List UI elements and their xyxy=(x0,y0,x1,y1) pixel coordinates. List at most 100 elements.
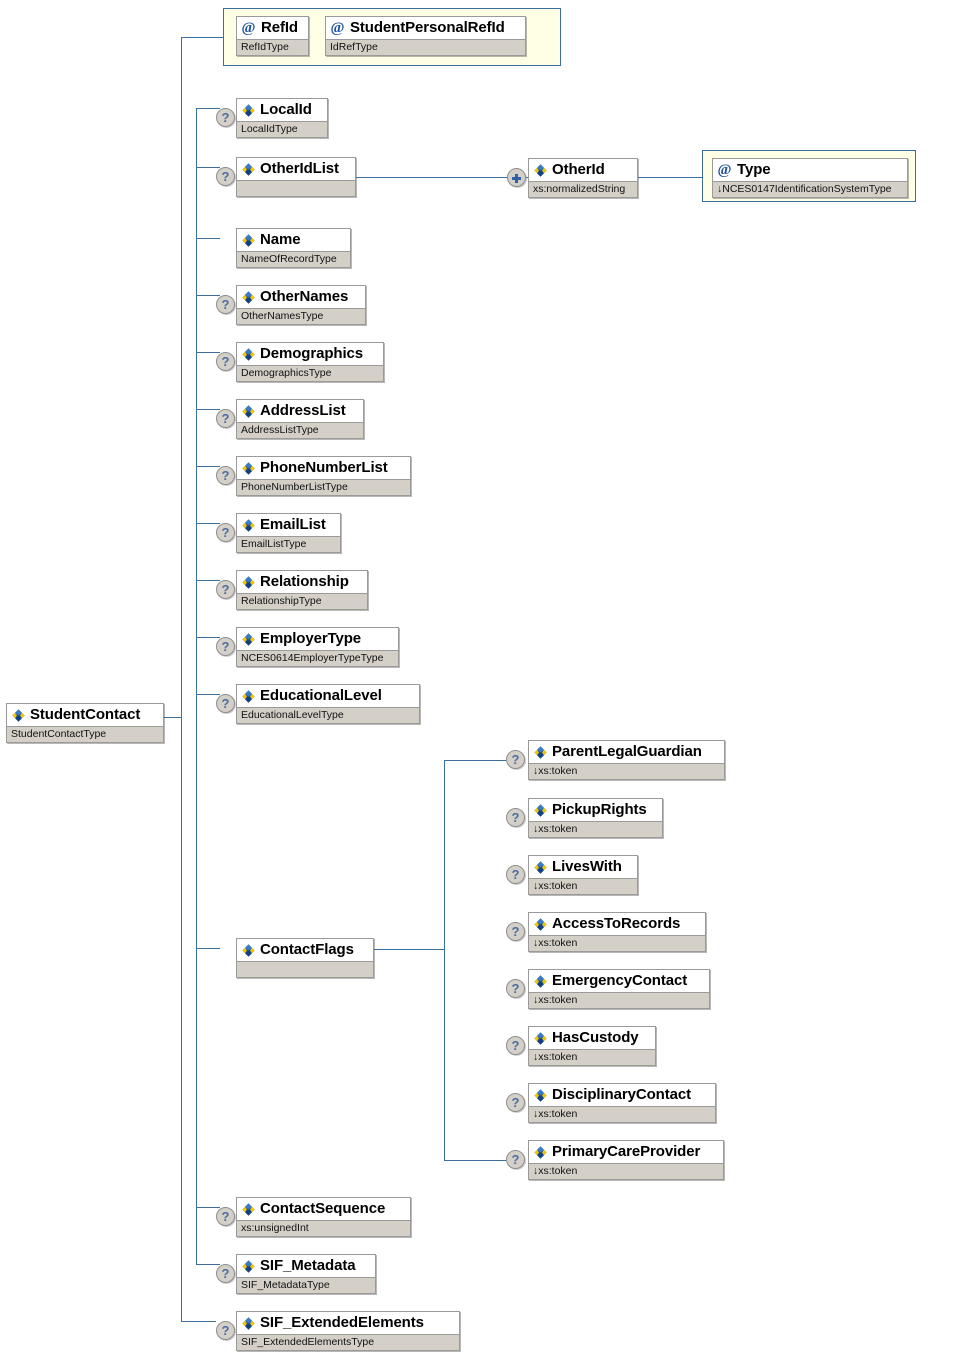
optional-icon-relationship[interactable]: ? xyxy=(216,580,235,599)
optional-icon-othernames[interactable]: ? xyxy=(216,295,235,314)
node-name-row: EmployerType xyxy=(237,628,398,650)
optional-icon-emergencycontact[interactable]: ? xyxy=(506,979,525,998)
optional-icon-emaillist[interactable]: ? xyxy=(216,523,235,542)
optional-icon-accesstorecords[interactable]: ? xyxy=(506,922,525,941)
optional-icon-otheridlist[interactable]: ? xyxy=(216,167,235,186)
node-name-row: EmailList xyxy=(237,514,340,536)
node-emergencycontact[interactable]: EmergencyContact↓xs:token xyxy=(528,969,710,1009)
connector-line xyxy=(196,167,220,168)
optional-icon-localid[interactable]: ? xyxy=(216,108,235,127)
optional-icon-sif_metadata[interactable]: ? xyxy=(216,1264,235,1283)
node-name-row: LivesWith xyxy=(529,856,637,878)
node-name-row: PickupRights xyxy=(529,799,662,821)
node-type-label: SIF_ExtendedElementsType xyxy=(237,1334,459,1350)
node-disciplinarycontact[interactable]: DisciplinaryContact↓xs:token xyxy=(528,1083,716,1123)
node-label: Name xyxy=(260,231,301,248)
node-contactflags[interactable]: ContactFlags xyxy=(236,938,374,978)
node-name-row: Relationship xyxy=(237,571,367,593)
node-type-label: AddressListType xyxy=(237,422,363,438)
node-type-label xyxy=(237,961,373,977)
optional-icon-disciplinarycontact[interactable]: ? xyxy=(506,1093,525,1112)
optional-icon-phonenumberlist[interactable]: ? xyxy=(216,466,235,485)
connector-line xyxy=(356,177,509,178)
node-liveswith[interactable]: LivesWith↓xs:token xyxy=(528,855,638,895)
connector-line xyxy=(196,948,220,949)
element-icon xyxy=(241,943,256,958)
node-name-row: OtherNames xyxy=(237,286,365,308)
node-label: ContactFlags xyxy=(260,941,354,958)
plus-expand-otherid[interactable] xyxy=(507,168,526,187)
element-icon xyxy=(241,518,256,533)
node-attr-type[interactable]: @Type↓NCES0147IdentificationSystemType xyxy=(712,158,908,198)
optional-icon-educationallevel[interactable]: ? xyxy=(216,694,235,713)
node-label: StudentContact xyxy=(30,706,141,723)
node-name-row: PrimaryCareProvider xyxy=(529,1141,723,1163)
node-type-label: LocalIdType xyxy=(237,121,327,137)
element-icon xyxy=(241,1202,256,1217)
connector-line xyxy=(196,352,220,353)
node-name-row: SIF_ExtendedElements xyxy=(237,1312,459,1334)
node-otheridlist[interactable]: OtherIdList xyxy=(236,157,356,197)
connector-line xyxy=(196,108,220,109)
attribute-icon: @ xyxy=(241,19,256,36)
element-icon xyxy=(241,233,256,248)
optional-icon-parentlegalguardian[interactable]: ? xyxy=(506,750,525,769)
node-name-row: ContactFlags xyxy=(237,939,373,961)
node-label: SIF_Metadata xyxy=(260,1257,356,1274)
optional-icon-hascustody[interactable]: ? xyxy=(506,1036,525,1055)
connector-line xyxy=(444,760,506,761)
connector-line xyxy=(196,580,220,581)
optional-icon-liveswith[interactable]: ? xyxy=(506,865,525,884)
node-name-row: @RefId xyxy=(237,17,308,39)
node-type-label: ↓xs:token xyxy=(529,992,709,1008)
node-type-label: xs:normalizedString xyxy=(529,181,637,197)
optional-icon-demographics[interactable]: ? xyxy=(216,352,235,371)
node-name-row: OtherIdList xyxy=(237,158,355,180)
element-icon xyxy=(533,1145,548,1160)
connector-line xyxy=(196,108,197,1264)
node-type-label: ↓xs:token xyxy=(529,763,724,779)
node-pickuprights[interactable]: PickupRights↓xs:token xyxy=(528,798,663,838)
optional-icon-sif_extendedelements[interactable]: ? xyxy=(216,1321,235,1340)
node-name-row: ParentLegalGuardian xyxy=(529,741,724,763)
element-icon xyxy=(241,162,256,177)
node-name-row: LocalId xyxy=(237,99,327,121)
node-label: HasCustody xyxy=(552,1029,639,1046)
node-primarycareprovider[interactable]: PrimaryCareProvider↓xs:token xyxy=(528,1140,724,1180)
node-label: StudentPersonalRefId xyxy=(350,19,505,36)
node-label: DisciplinaryContact xyxy=(552,1086,691,1103)
optional-icon-employertype[interactable]: ? xyxy=(216,637,235,656)
optional-icon-contactsequence[interactable]: ? xyxy=(216,1207,235,1226)
node-parentlegalguardian[interactable]: ParentLegalGuardian↓xs:token xyxy=(528,740,725,780)
optional-icon-primarycareprovider[interactable]: ? xyxy=(506,1150,525,1169)
element-icon xyxy=(241,103,256,118)
node-name-row: EducationalLevel xyxy=(237,685,419,707)
optional-icon-pickuprights[interactable]: ? xyxy=(506,808,525,827)
element-icon xyxy=(533,803,548,818)
node-type-label: ↓xs:token xyxy=(529,821,662,837)
optional-icon-addresslist[interactable]: ? xyxy=(216,409,235,428)
node-accesstorecords[interactable]: AccessToRecords↓xs:token xyxy=(528,912,706,952)
node-hascustody[interactable]: HasCustody↓xs:token xyxy=(528,1026,656,1066)
element-icon xyxy=(241,461,256,476)
connector-line xyxy=(196,295,220,296)
connector-line xyxy=(196,637,220,638)
